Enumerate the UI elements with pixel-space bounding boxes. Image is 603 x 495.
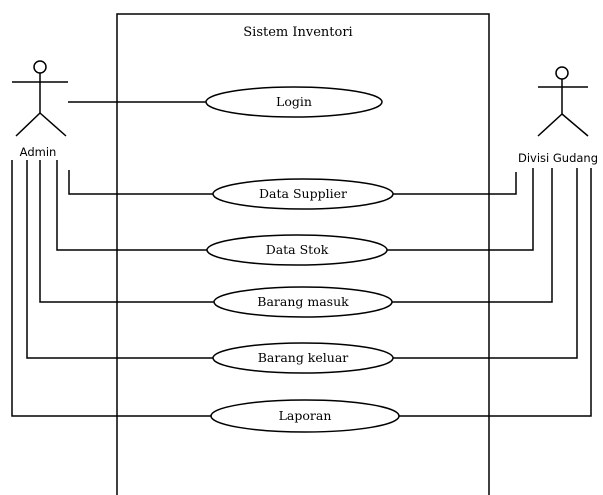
gudang-data-stok-association (387, 168, 534, 251)
gudang-barang-keluar-association (393, 168, 578, 359)
gudang-actor-label: Divisi Gudang (518, 151, 598, 165)
use-case-laporan-label: Laporan (279, 408, 332, 423)
admin-actor-label: Admin (20, 145, 57, 159)
admin-laporan-association (11, 160, 211, 417)
admin-data-supplier-association (68, 170, 213, 195)
system-title: Sistem Inventori (243, 25, 352, 40)
admin-barang-masuk-association (39, 160, 214, 303)
system-boundary (116, 13, 490, 495)
admin-data-stok-association (56, 160, 207, 251)
gudang-laporan-association (399, 168, 592, 417)
use-case-barang-masuk-label: Barang masuk (257, 294, 349, 309)
gudang-actor-figure (537, 66, 589, 137)
use-case-data-stok-label: Data Stok (266, 242, 329, 257)
use-case-login-label: Login (276, 94, 312, 109)
admin-barang-keluar-association (26, 160, 213, 359)
admin-actor-figure (12, 60, 68, 137)
gudang-barang-masuk-association (392, 168, 553, 303)
use-case-barang-keluar-label: Barang keluar (258, 350, 349, 365)
gudang-data-supplier-association (393, 172, 517, 195)
use-case-data-supplier-label: Data Supplier (259, 186, 347, 201)
